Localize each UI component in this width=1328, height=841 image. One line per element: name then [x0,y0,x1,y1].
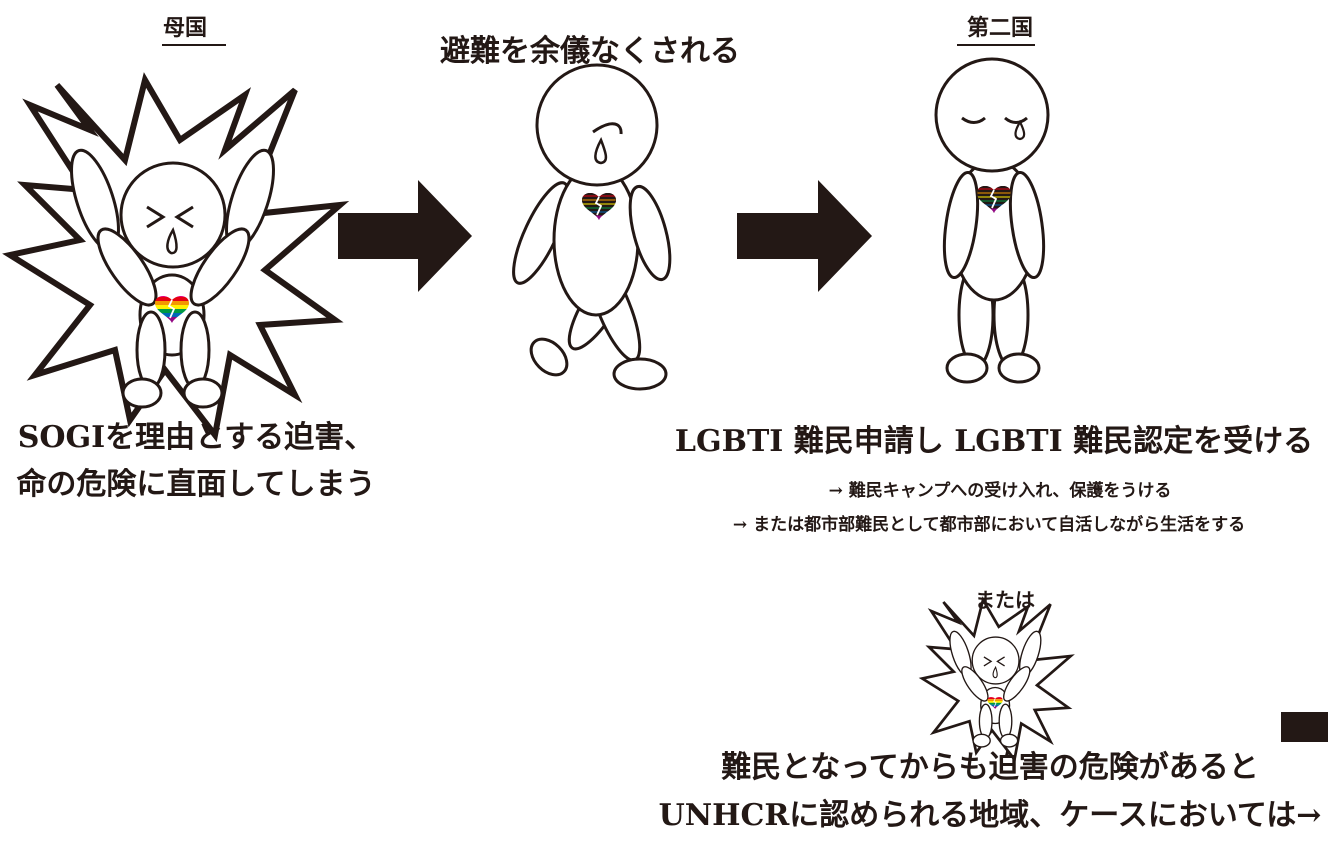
second-country-underline [957,44,1035,46]
risk-caption-line-2: UNHCRに認められる地域、ケースにおいては→ [658,798,1322,833]
standing-person-icon [934,57,1050,384]
home-country-underline [162,44,226,46]
forced-flight-title: 避難を余儀なくされる [440,34,740,69]
distressed-person-icon [10,80,340,435]
outcome-urban: → または都市部難民として都市部において自活しながら生活をする [732,515,1246,535]
home-country-label: 母国 [162,16,207,41]
second-country-label: 第二国 [966,16,1033,41]
home-caption-line-1: SOGIを理由とする迫害、 [17,420,375,455]
right-arrow-icon [737,180,872,292]
outcome-camp: → 難民キャンプへの受け入れ、保護をうける [828,481,1172,501]
right-arrow-icon [338,180,472,292]
second-country-caption: LGBTI 難民申請し LGBTI 難民認定を受ける [674,424,1314,459]
risk-caption-line-1: 難民となってからも迫害の危険があると [721,750,1259,785]
home-caption-line-2: 命の危険に直面してしまう [16,467,376,502]
side-tab [1281,712,1328,742]
crying-walking-person-icon [512,63,672,391]
small-distressed-person-icon [922,600,1071,760]
or-label: または [975,588,1035,612]
